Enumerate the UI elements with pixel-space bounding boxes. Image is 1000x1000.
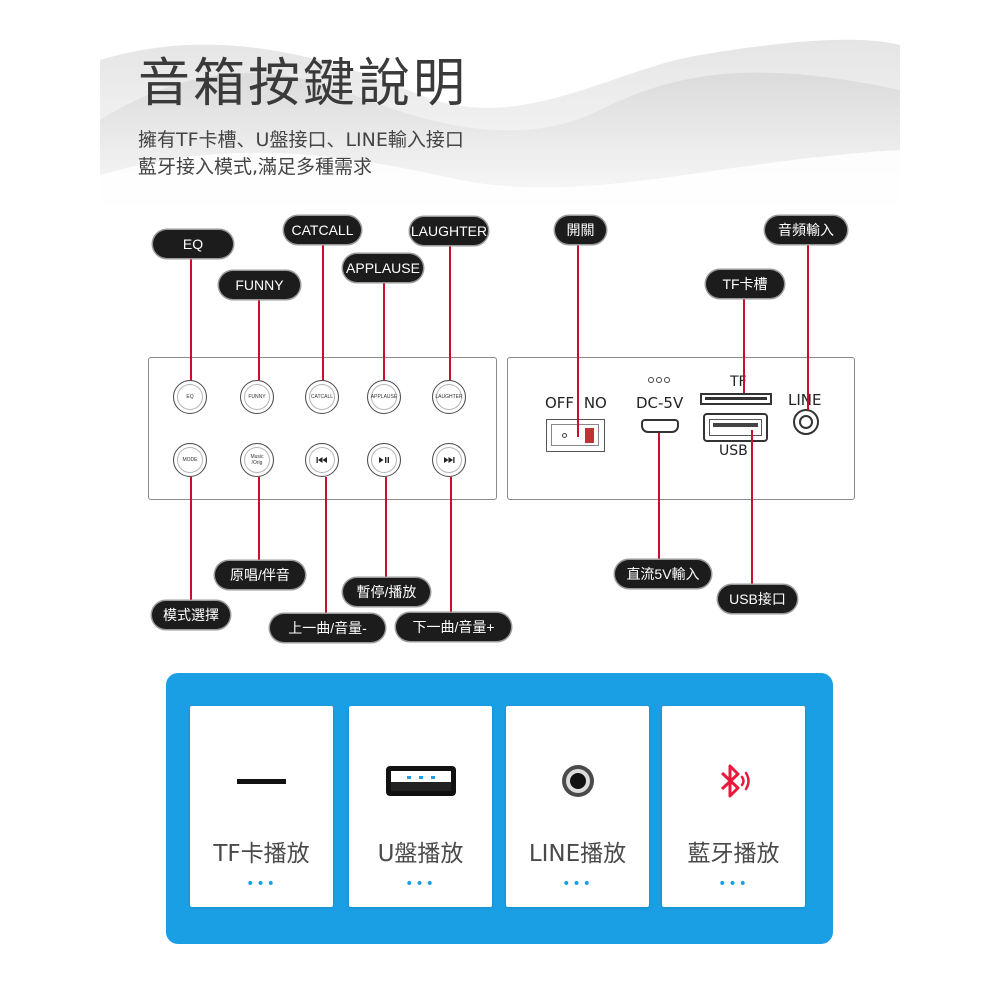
- mode-label-tf: TF卡播放: [213, 841, 310, 867]
- play-pause-button: [367, 443, 401, 477]
- switch-off-mark: [562, 433, 567, 438]
- play-pause-icon: [379, 457, 389, 463]
- callout-funny: FUNNY: [219, 271, 300, 299]
- callout-line-funny: [258, 299, 260, 380]
- catcall-button: CATCALL: [305, 380, 339, 414]
- music-orig-label-line-2: /Orig: [251, 460, 263, 466]
- callout-power: 開關: [555, 216, 606, 244]
- audio-jack-icon-wrap: [506, 756, 649, 806]
- eq-button: EQ: [173, 380, 207, 414]
- callout-catcall: CATCALL: [284, 216, 361, 244]
- callout-next-volume-up: 下一曲/音量+: [396, 613, 511, 641]
- callout-line-mode: [190, 477, 192, 601]
- mode-dots-usb: •••: [405, 876, 436, 892]
- music-orig-button: Music /Orig: [240, 443, 274, 477]
- callout-line-usb: [751, 430, 753, 586]
- mode-card-usb: U盤播放 •••: [349, 706, 492, 907]
- callout-line-laughter: [449, 245, 451, 380]
- switch-on-mark: [585, 428, 594, 443]
- tf-card-icon: [190, 756, 333, 806]
- switch-label: OFF NO: [545, 394, 607, 412]
- callout-line-dc-in: [658, 433, 660, 561]
- callout-line-music-orig: [258, 477, 260, 561]
- tf-label: TF: [730, 374, 747, 390]
- laughter-button: LAUGHTER: [432, 380, 466, 414]
- subtitle-line-2: 藍牙接入模式,滿足多種需求: [138, 156, 373, 178]
- usb-port-icon: [703, 413, 768, 442]
- micro-usb-port-icon: [641, 419, 679, 433]
- mode-dots-line: •••: [562, 876, 593, 892]
- previous-track-button: [305, 443, 339, 477]
- next-track-button: [432, 443, 466, 477]
- funny-button: FUNNY: [240, 380, 274, 414]
- callout-mode-select: 模式選擇: [152, 601, 230, 629]
- callout-laughter: LAUGHTER: [410, 217, 488, 245]
- callout-audio-in: 音頻輸入: [765, 216, 847, 244]
- callout-original-accompaniment: 原唱/伴音: [215, 561, 305, 589]
- indicator-leds-icon: [648, 377, 670, 383]
- callout-line-tf-slot: [743, 298, 745, 393]
- subtitle-line-1: 擁有TF卡槽、U盤接口、LINE輸入接口: [138, 129, 464, 151]
- callout-dc-in: 直流5V輸入: [615, 560, 711, 588]
- mode-label-line: LINE播放: [528, 841, 627, 867]
- callout-line-catcall: [322, 244, 324, 380]
- callout-line-play-pause: [385, 477, 387, 578]
- mode-card-tf: TF卡播放 •••: [190, 706, 333, 907]
- usb-drive-icon: [385, 766, 456, 796]
- callout-line-eq: [190, 258, 192, 380]
- mode-card-bluetooth: 藍牙播放 •••: [662, 706, 805, 907]
- tf-slot-opening: [705, 397, 767, 400]
- callout-eq: EQ: [153, 230, 233, 258]
- callout-line-previous: [325, 477, 327, 614]
- mode-dots-tf: •••: [246, 876, 277, 892]
- mode-card-line: LINE播放 •••: [506, 706, 649, 907]
- applause-button: APPLAUSE: [367, 380, 401, 414]
- page-title: 音箱按鍵說明: [138, 54, 469, 114]
- mode-label-bluetooth: 藍牙播放: [687, 841, 780, 867]
- audio-jack-icon: [561, 765, 594, 797]
- callout-applause: APPLAUSE: [343, 254, 423, 282]
- line-label: LINE: [788, 391, 822, 409]
- callout-line-power: [577, 244, 579, 437]
- callout-line-audio-in: [807, 244, 809, 410]
- bluetooth-icon: [720, 764, 750, 798]
- usb-label: USB: [719, 443, 748, 459]
- callout-line-applause: [383, 282, 385, 380]
- bluetooth-icon-wrap: [662, 756, 805, 806]
- dc-label: DC-5V: [636, 394, 684, 412]
- usb-drive-icon-wrap: [349, 756, 492, 806]
- background-wave: [100, 39, 900, 240]
- usb-port-inner: [709, 419, 762, 436]
- power-switch-icon: [546, 419, 605, 452]
- switch-rocker: [551, 424, 599, 446]
- callout-line-next: [450, 477, 452, 613]
- callout-usb: USB接口: [718, 585, 797, 613]
- callout-pause-play: 暫停/播放: [343, 578, 430, 606]
- mode-label-usb: U盤播放: [377, 841, 464, 867]
- line-jack-icon: [793, 409, 819, 435]
- next-track-icon: [444, 457, 455, 463]
- callout-tf-slot: TF卡槽: [706, 270, 784, 298]
- mode-button: MODE: [173, 443, 207, 477]
- usb-port-tongue: [713, 423, 758, 427]
- music-orig-label-line-1: Music: [250, 454, 264, 460]
- mode-dots-bluetooth: •••: [718, 876, 749, 892]
- previous-track-icon: [316, 457, 327, 463]
- tf-slot-icon: [700, 393, 772, 405]
- callout-previous-volume-down: 上一曲/音量-: [270, 614, 385, 642]
